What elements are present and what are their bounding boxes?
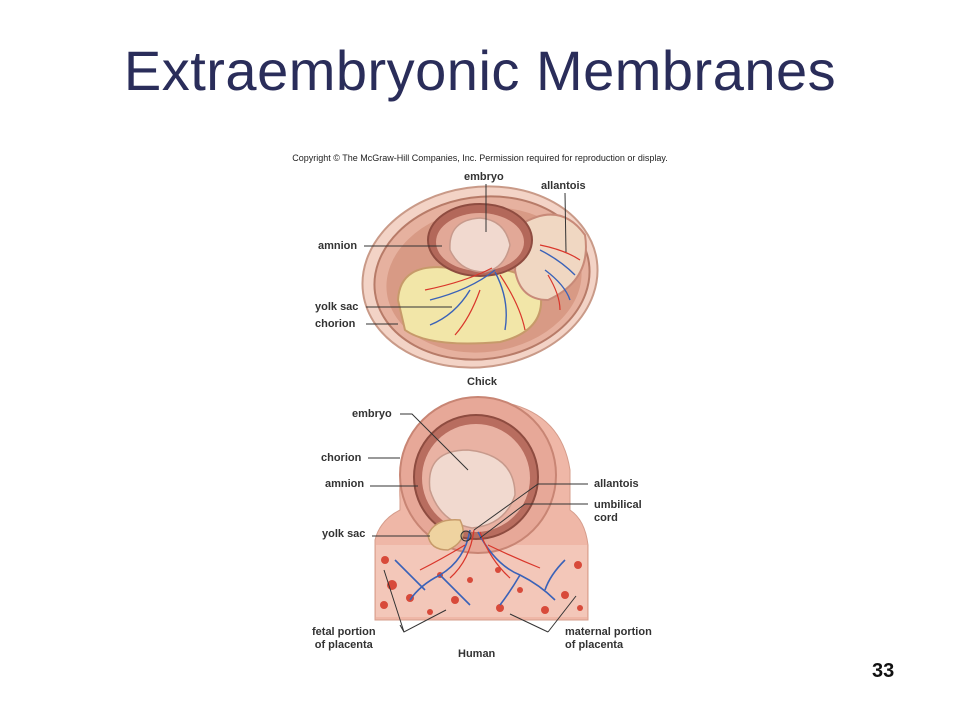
human-veins bbox=[394, 529, 566, 606]
chick-embryo bbox=[449, 217, 511, 273]
page-title: Extraembryonic Membranes bbox=[123, 39, 837, 102]
chick-label-yolk-sac: yolk sac bbox=[315, 301, 359, 313]
human-yolk-sac bbox=[427, 519, 464, 551]
chick-allantois bbox=[513, 213, 587, 302]
chick-diagram bbox=[361, 184, 599, 369]
maternal-line-2: of placenta bbox=[565, 639, 624, 651]
chick-label-chorion: chorion bbox=[315, 318, 356, 330]
placenta-tissue bbox=[376, 545, 587, 617]
page-number: 33 bbox=[872, 660, 895, 682]
human-label-embryo: embryo bbox=[352, 408, 392, 420]
human-label-fetal-placenta: fetal portion of placenta bbox=[312, 626, 376, 652]
human-caption: Human bbox=[458, 648, 496, 660]
chick-caption: Chick bbox=[467, 376, 497, 388]
human-label-maternal-placenta: maternal portion of placenta bbox=[565, 626, 652, 652]
human-leader-lines bbox=[368, 413, 588, 633]
fetal-line-1: fetal portion bbox=[312, 626, 376, 638]
fetal-line-2: of placenta bbox=[314, 639, 373, 651]
human-label-amnion: amnion bbox=[325, 478, 365, 490]
umbilical-line-2: cord bbox=[594, 512, 618, 524]
chick-label-embryo: embryo bbox=[464, 171, 504, 183]
umbilical-line-1: umbilical bbox=[594, 499, 642, 511]
chick-label-allantois: allantois bbox=[541, 180, 586, 192]
chick-label-amnion: amnion bbox=[318, 240, 358, 252]
chick-veins bbox=[429, 249, 576, 331]
human-label-yolk-sac: yolk sac bbox=[322, 528, 366, 540]
human-label-umbilical-cord: umbilical cord bbox=[594, 499, 642, 525]
chick-arteries bbox=[424, 244, 581, 336]
copyright-notice: Copyright © The McGraw-Hill Companies, I… bbox=[292, 153, 668, 163]
chick-leader-lines bbox=[364, 184, 567, 325]
human-diagram bbox=[368, 396, 589, 633]
human-label-chorion: chorion bbox=[321, 452, 362, 464]
maternal-line-1: maternal portion bbox=[565, 626, 652, 638]
human-label-allantois: allantois bbox=[594, 478, 639, 490]
maternal-blood-spots bbox=[380, 556, 583, 615]
